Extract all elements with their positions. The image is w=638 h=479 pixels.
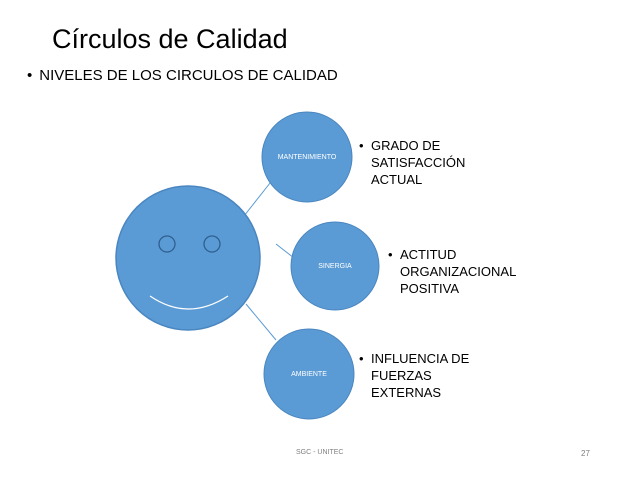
node-circle-mantenimiento (261, 111, 353, 203)
connector-line (245, 303, 277, 341)
connector-line (275, 243, 295, 259)
callout-line: POSITIVA (400, 281, 459, 296)
smile-mouth (149, 295, 229, 310)
bullet-dot: • (27, 67, 33, 84)
connector-line (243, 177, 275, 217)
bullet-dot: • (359, 351, 364, 366)
callout-satisfaccion: • GRADO DE SATISFACCIÓN ACTUAL (359, 137, 466, 188)
left-eye (158, 235, 176, 253)
callout-line: ORGANIZACIONAL (400, 264, 517, 279)
node-circle-sinergia (290, 221, 380, 311)
page-number: 27 (581, 449, 590, 458)
callout-line: ACTUAL (371, 172, 423, 187)
callout-line: EXTERNAS (371, 385, 442, 400)
callout-line: FUERZAS (371, 368, 432, 383)
callout-line: GRADO DE (371, 138, 441, 153)
callout-line: INFLUENCIA DE (371, 351, 470, 366)
node-label-sinergia: SINERGIA (318, 263, 352, 270)
main-bullet: • NIVELES DE LOS CIRCULOS DE CALIDAD (27, 66, 338, 86)
node-label-ambiente: AMBIENTE (291, 371, 327, 378)
callout-actitud: • ACTITUD ORGANIZACIONAL POSITIVA (388, 246, 517, 297)
callout-line: ACTITUD (400, 247, 457, 262)
callout-influencia: • INFLUENCIA DE FUERZAS EXTERNAS (359, 350, 470, 401)
slide-title: Círculos de Calidad (52, 24, 288, 54)
callout-line: SATISFACCIÓN (371, 155, 466, 170)
footer-text: SGC - UNITEC (296, 449, 344, 456)
right-eye (203, 235, 221, 253)
main-bullet-text: NIVELES DE LOS CIRCULOS DE CALIDAD (39, 67, 338, 84)
bullet-dot: • (359, 138, 364, 153)
node-circle-ambiente (263, 328, 355, 420)
smiley-face-circle (115, 185, 261, 331)
node-label-mantenimiento: MANTENIMIENTO (278, 154, 337, 161)
bullet-dot: • (388, 247, 393, 262)
